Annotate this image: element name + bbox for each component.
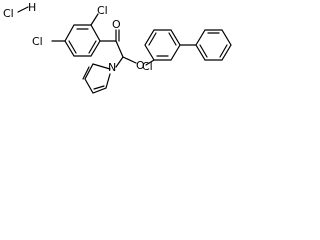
hcl-h-label: H bbox=[28, 1, 36, 14]
ring-cl-bonds bbox=[51, 13, 99, 42]
cl-left-label: Cl bbox=[32, 35, 43, 48]
hcl-cl-label: Cl bbox=[3, 7, 14, 20]
imidazole-nitrogen-label: N bbox=[108, 61, 116, 74]
ketone-oxygen-label: O bbox=[112, 18, 121, 31]
cl-top-label: Cl bbox=[97, 4, 108, 17]
terminal-phenyl-ring bbox=[195, 29, 232, 61]
dichlorophenyl-ring bbox=[64, 24, 101, 57]
cl-bottom-label: Cl bbox=[142, 60, 153, 73]
imidazole-ring bbox=[82, 63, 111, 94]
chlorophenyl-ring bbox=[144, 29, 181, 61]
chemical-structure: Cl H Cl Cl O N O bbox=[3, 1, 232, 94]
central-carbon-bonds bbox=[115, 40, 137, 68]
hcl-bond bbox=[17, 6, 29, 13]
ether-bond bbox=[145, 59, 155, 66]
hcl-salt: Cl H bbox=[3, 1, 36, 20]
ether-oxygen-label: O bbox=[136, 59, 145, 72]
carbonyl-bonds bbox=[99, 29, 120, 42]
